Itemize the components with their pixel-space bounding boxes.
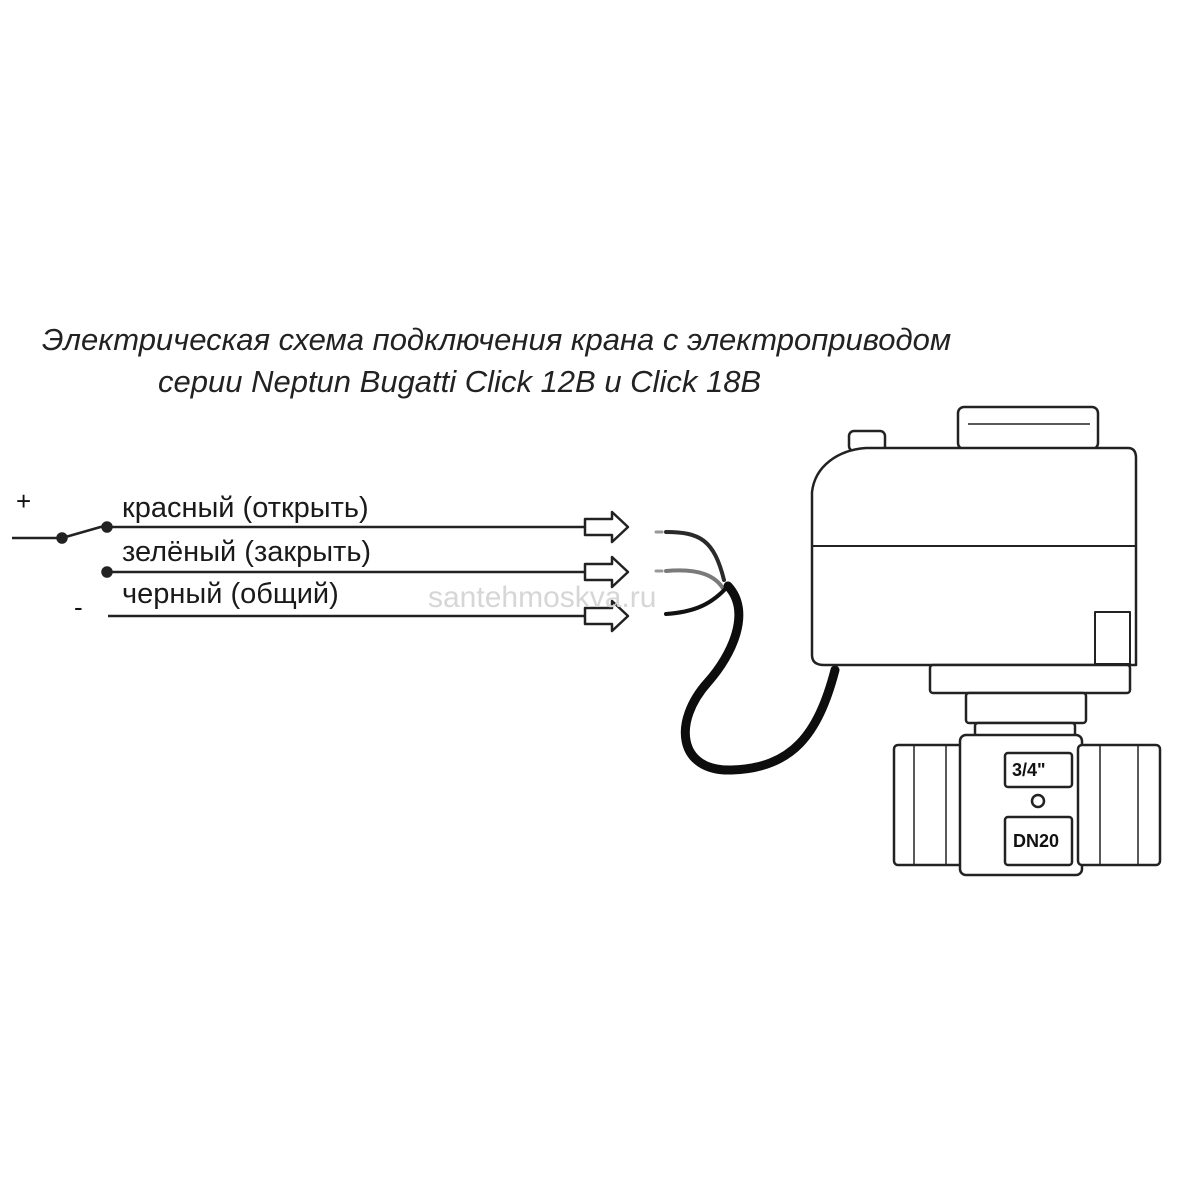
actuator-stem (964, 691, 1088, 725)
valve-right-nut (1076, 743, 1162, 867)
wire-label-red: красный (открыть) (122, 492, 369, 524)
connector-arrow-red (583, 510, 630, 544)
wire-label-green: зелёный (закрыть) (122, 536, 372, 568)
actuator (810, 405, 1138, 743)
diagram-title-line1: Электрическая схема подключения крана с … (42, 322, 952, 357)
valve-screw (1030, 793, 1046, 809)
cable (680, 581, 840, 775)
connector-arrow-green (583, 555, 630, 589)
wire-stubs (654, 530, 730, 616)
connector-arrows (583, 510, 630, 633)
valve-dn-label: DN20 (1013, 831, 1060, 851)
wire-lines (107, 525, 585, 618)
actuator-base (928, 663, 1132, 695)
valve-dn-plate (1003, 815, 1074, 867)
switch (12, 521, 113, 578)
connector-arrow-black (583, 599, 630, 633)
diagram-title-line2: серии Neptun Bugatti Click 12В и Click 1… (158, 364, 762, 399)
watermark: santehmoskva.ru (428, 581, 657, 614)
valve-size-label: 3/4" (1012, 760, 1046, 780)
actuator-top-cap (956, 405, 1100, 451)
actuator-body (810, 446, 1138, 667)
minus-sign: - (74, 592, 83, 622)
plus-sign: + (16, 486, 32, 516)
wire-label-black: черный (общий) (122, 578, 339, 610)
valve-size-plate (1003, 751, 1074, 789)
valve-left-nut (892, 743, 968, 867)
ball-valve (892, 733, 1162, 877)
